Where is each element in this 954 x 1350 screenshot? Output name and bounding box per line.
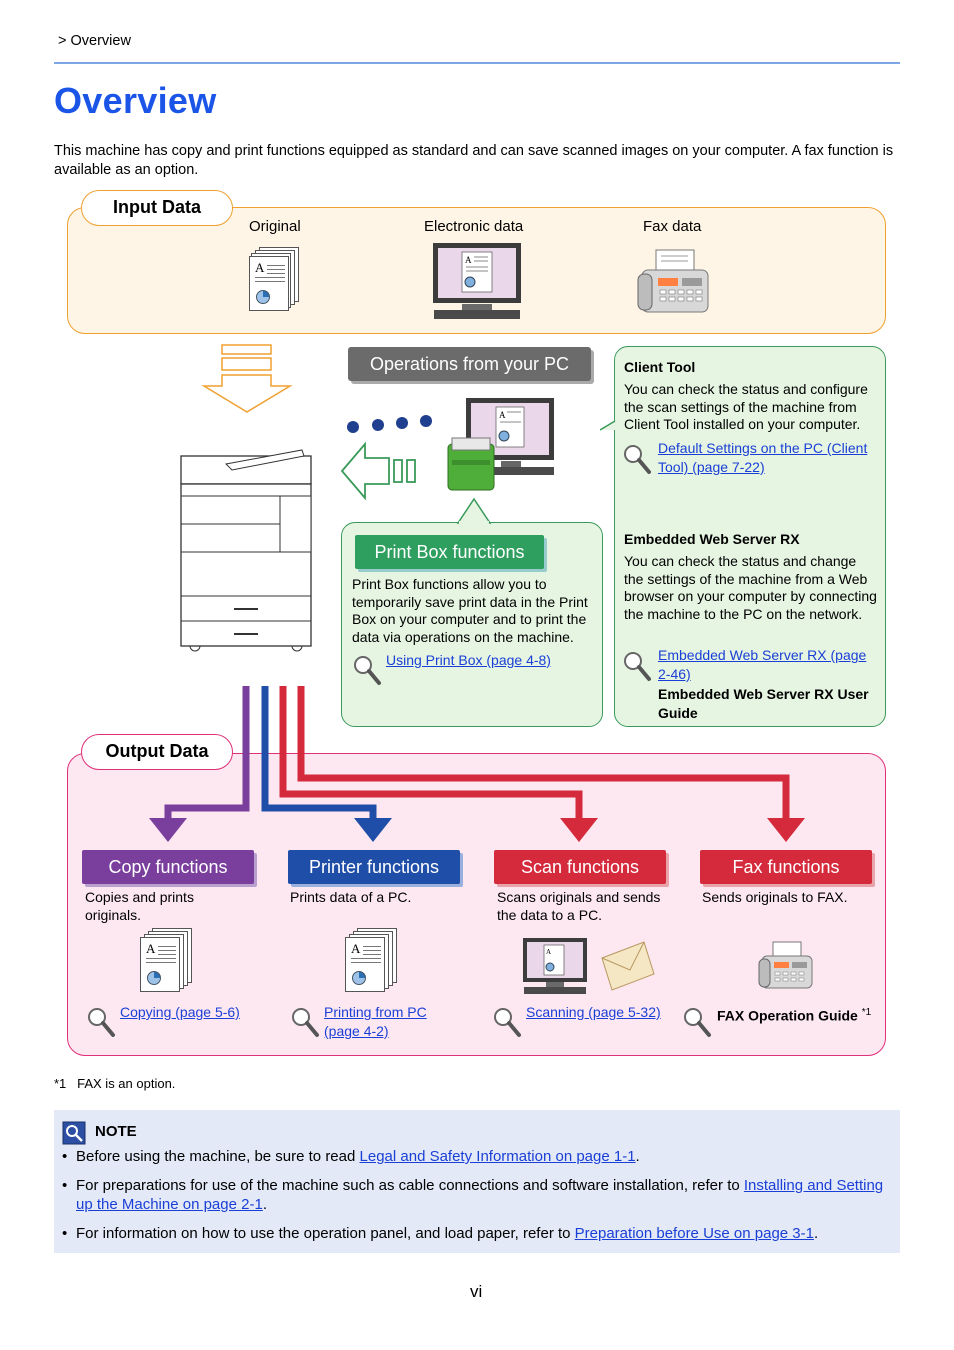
page-number: vi: [470, 1282, 483, 1301]
scanning-link[interactable]: Scanning (page 5-32): [526, 1004, 661, 1020]
printer-functions-label: Printer functions: [288, 850, 460, 884]
magnifier-icon: [292, 1008, 319, 1037]
svg-text:A: A: [546, 948, 551, 956]
output-flow-arrows: [149, 686, 805, 842]
scan-functions-label: Scan functions: [494, 850, 666, 884]
breadcrumb: > Overview: [58, 33, 131, 49]
connection-dots-icon: [347, 415, 432, 433]
callout-pointer: [456, 497, 492, 524]
note-item: For information on how to use the operat…: [62, 1224, 892, 1243]
pc-with-box-icon: A: [447, 398, 554, 491]
fax-machine-icon: [758, 941, 813, 989]
fax-functions-label: Fax functions: [700, 850, 872, 884]
printing-from-pc-link[interactable]: Printing from PC (page 4-2): [324, 1004, 427, 1039]
magnifier-icon: [494, 1008, 521, 1037]
copying-link[interactable]: Copying (page 5-6): [120, 1004, 240, 1020]
footnote: *1 FAX is an option.: [54, 1076, 176, 1091]
ews-heading: Embedded Web Server RX: [624, 531, 800, 547]
intro-text: This machine has copy and print function…: [54, 143, 894, 178]
magnifier-icon: [624, 445, 651, 474]
down-arrow-icon: [201, 344, 293, 413]
ews-guide: Embedded Web Server RX User Guide: [658, 686, 869, 721]
document-icon: A: [345, 928, 405, 998]
preparation-link[interactable]: Preparation before Use on page 3-1: [574, 1225, 814, 1242]
ews-link[interactable]: Embedded Web Server RX (page 2-46): [658, 647, 867, 682]
client-tool-text: You can check the status and configure t…: [624, 381, 868, 432]
svg-text:A: A: [465, 255, 472, 265]
client-tool-link[interactable]: Default Settings on the PC (Client Tool)…: [658, 440, 868, 475]
document-icon: A: [249, 247, 309, 317]
callout-pointer: [600, 420, 618, 431]
document-icon: A: [140, 928, 200, 998]
svg-text:A: A: [499, 410, 506, 420]
operations-from-pc-label: Operations from your PC: [348, 347, 591, 381]
client-tool-panel: [614, 346, 886, 727]
left-arrow-icon: [340, 441, 416, 501]
input-fax-label: Fax data: [643, 218, 702, 235]
envelope-icon: [601, 941, 655, 991]
print-box-text: Print Box functions allow you to tempora…: [352, 576, 588, 645]
fax-machine-icon: [637, 249, 709, 313]
magnifier-icon: [684, 1008, 711, 1037]
print-box-link[interactable]: Using Print Box (page 4-8): [386, 652, 551, 668]
mfp-printer-icon: [180, 449, 312, 652]
monitor-icon: A: [523, 938, 587, 994]
note-icon: [62, 1121, 86, 1145]
client-tool-heading: Client Tool: [624, 359, 696, 375]
legal-safety-link[interactable]: Legal and Safety Information on page 1-1: [359, 1148, 636, 1165]
monitor-icon: A: [433, 243, 521, 319]
note-item: For preparations for use of the machine …: [62, 1176, 892, 1214]
input-electronic-label: Electronic data: [424, 218, 524, 235]
scan-functions-desc: Scans originals and sends the data to a …: [497, 889, 661, 923]
header-rule: [54, 62, 900, 64]
printer-functions-desc: Prints data of a PC.: [290, 889, 412, 905]
ews-text: You can check the status and change the …: [624, 553, 877, 622]
input-data-label: Input Data: [81, 190, 233, 226]
copy-functions-label: Copy functions: [82, 850, 254, 884]
note-item: Before using the machine, be sure to rea…: [62, 1147, 892, 1166]
copy-functions-desc: Copies and prints originals.: [85, 889, 194, 923]
fax-functions-desc: Sends originals to FAX.: [702, 889, 848, 905]
note-list: Before using the machine, be sure to rea…: [62, 1147, 892, 1253]
magnifier-icon: [624, 652, 651, 681]
input-original-label: Original: [249, 218, 301, 235]
magnifier-icon: [354, 656, 381, 685]
print-box-label: Print Box functions: [355, 535, 544, 569]
magnifier-icon: [88, 1008, 115, 1037]
fax-operation-guide: FAX Operation Guide *1: [717, 1007, 872, 1024]
installing-setup-link[interactable]: Installing and Setting up the Machine on…: [76, 1177, 884, 1213]
footnote-ref: *1: [861, 1007, 872, 1018]
note-title: NOTE: [95, 1123, 137, 1140]
page-title: Overview: [54, 80, 217, 121]
output-data-panel: [67, 753, 886, 1056]
output-data-label: Output Data: [81, 734, 233, 770]
